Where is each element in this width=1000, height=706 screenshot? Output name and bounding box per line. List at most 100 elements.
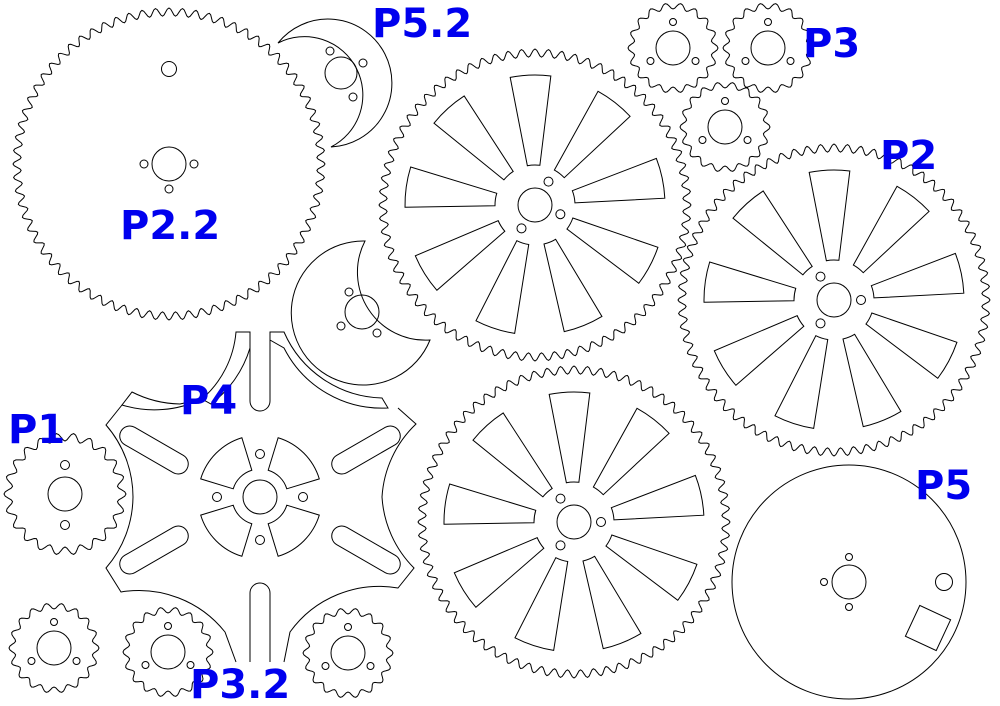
gear-window	[582, 555, 642, 650]
gear-window	[774, 334, 829, 429]
gear-p2-2	[12, 7, 326, 321]
disc-p5-bore	[831, 564, 867, 600]
label-p5-2: P5.2	[372, 1, 472, 47]
star-plate-slot	[331, 425, 401, 475]
gear-p3-small-b-hub	[741, 18, 795, 66]
star-plate-slot	[249, 582, 271, 662]
gear-p3-2-small-b	[122, 607, 214, 697]
gear-p3-2-small-c-hub	[321, 623, 375, 671]
hub-pin	[555, 540, 566, 551]
gear-window	[592, 407, 670, 496]
hub-pin	[164, 622, 172, 630]
gear-main-bottom-outline	[417, 365, 731, 679]
hub-bore	[151, 146, 187, 182]
label-p2-2: P2.2	[120, 203, 220, 249]
hub-bore	[517, 187, 553, 223]
cam-top	[277, 18, 393, 148]
hub-pin	[646, 57, 655, 65]
gear-p3-small-b	[722, 3, 814, 93]
gear-p1-bore	[47, 476, 83, 512]
gear-main-top-hub	[516, 176, 566, 234]
disc-p5-square-cutout	[904, 604, 952, 652]
hub-pin	[516, 223, 527, 234]
gear-main-top-windows	[404, 74, 666, 334]
hub-bore	[655, 30, 691, 66]
gear-p2-2-hole	[161, 61, 177, 77]
gear-window	[414, 219, 506, 291]
gear-window	[703, 261, 797, 303]
hub-pin	[139, 159, 149, 169]
label-p1: P1	[8, 407, 65, 453]
cam-top-bore	[324, 56, 358, 90]
cam-middle-pin	[336, 321, 346, 331]
disc-p5-outline	[731, 464, 967, 700]
gear-main-top	[378, 48, 692, 362]
hub-pin	[698, 136, 707, 144]
gear-window	[509, 74, 552, 167]
gear-p3-2-small-c	[302, 608, 394, 698]
cam-middle-outline	[290, 240, 431, 386]
hub-pin	[815, 271, 826, 282]
cam-middle	[290, 240, 431, 386]
hub-pin	[856, 295, 866, 305]
gear-window	[808, 169, 851, 262]
gear-p2	[677, 143, 991, 457]
gear-p3-group	[627, 3, 814, 172]
disc-p5-pin	[820, 578, 828, 586]
star-plate-p4	[105, 331, 417, 663]
gear-main-bottom-hub	[555, 493, 606, 551]
hub-pin	[189, 159, 199, 169]
star-plate-windows	[200, 437, 320, 557]
star-plate-outline	[105, 404, 237, 663]
gear-p2-hub	[815, 271, 866, 329]
hub-pin	[741, 57, 750, 65]
star-plate-window	[267, 504, 320, 557]
hub-bore	[150, 634, 186, 670]
gear-window	[605, 534, 698, 601]
hub-pin	[669, 18, 677, 26]
gear-p3-small-c	[679, 82, 771, 172]
star-plate-outline	[121, 391, 203, 411]
hub-pin	[164, 184, 174, 194]
gear-window	[433, 95, 514, 181]
cam-middle-pin	[344, 287, 354, 297]
gear-p1-pin-bottom	[60, 520, 70, 530]
gear-window	[870, 252, 965, 299]
label-p2: P2	[880, 133, 937, 179]
hub-pin	[50, 618, 58, 626]
star-plate-slot	[249, 340, 271, 412]
star-plate-pin	[255, 449, 265, 459]
disc-p5-pin	[845, 603, 853, 611]
gear-p1	[3, 433, 127, 555]
gear-p3-2-small-a-hub	[27, 618, 81, 666]
gear-window	[713, 314, 805, 386]
gear-p3-small-a	[627, 3, 719, 93]
hub-pin	[721, 97, 729, 105]
hub-pin	[72, 657, 81, 665]
star-plate-outline	[269, 331, 389, 409]
hub-pin	[555, 209, 566, 220]
hub-bore	[330, 635, 366, 671]
hub-pin	[555, 493, 566, 504]
star-plate-outline	[283, 407, 417, 663]
label-p5: P5	[915, 463, 972, 509]
star-plate-pin	[255, 535, 265, 545]
star-plate-pin	[212, 492, 222, 502]
gear-p3-small-c-hub	[698, 97, 752, 145]
gear-p2-2-hub	[139, 146, 199, 194]
gear-p3-2-group	[8, 603, 394, 698]
gear-window	[443, 483, 537, 525]
gear-p3-2-small-b-hub	[141, 622, 195, 670]
star-plate-slot	[119, 525, 189, 575]
gear-window	[543, 238, 603, 333]
hub-pin	[141, 661, 150, 669]
star-plate-window	[267, 437, 320, 490]
gear-window	[865, 312, 958, 379]
hub-pin	[321, 662, 330, 670]
gear-main-bottom	[417, 365, 731, 679]
gear-window	[514, 556, 569, 651]
gear-window	[475, 239, 530, 334]
cam-top-outline	[277, 18, 393, 148]
gear-window	[548, 391, 591, 484]
